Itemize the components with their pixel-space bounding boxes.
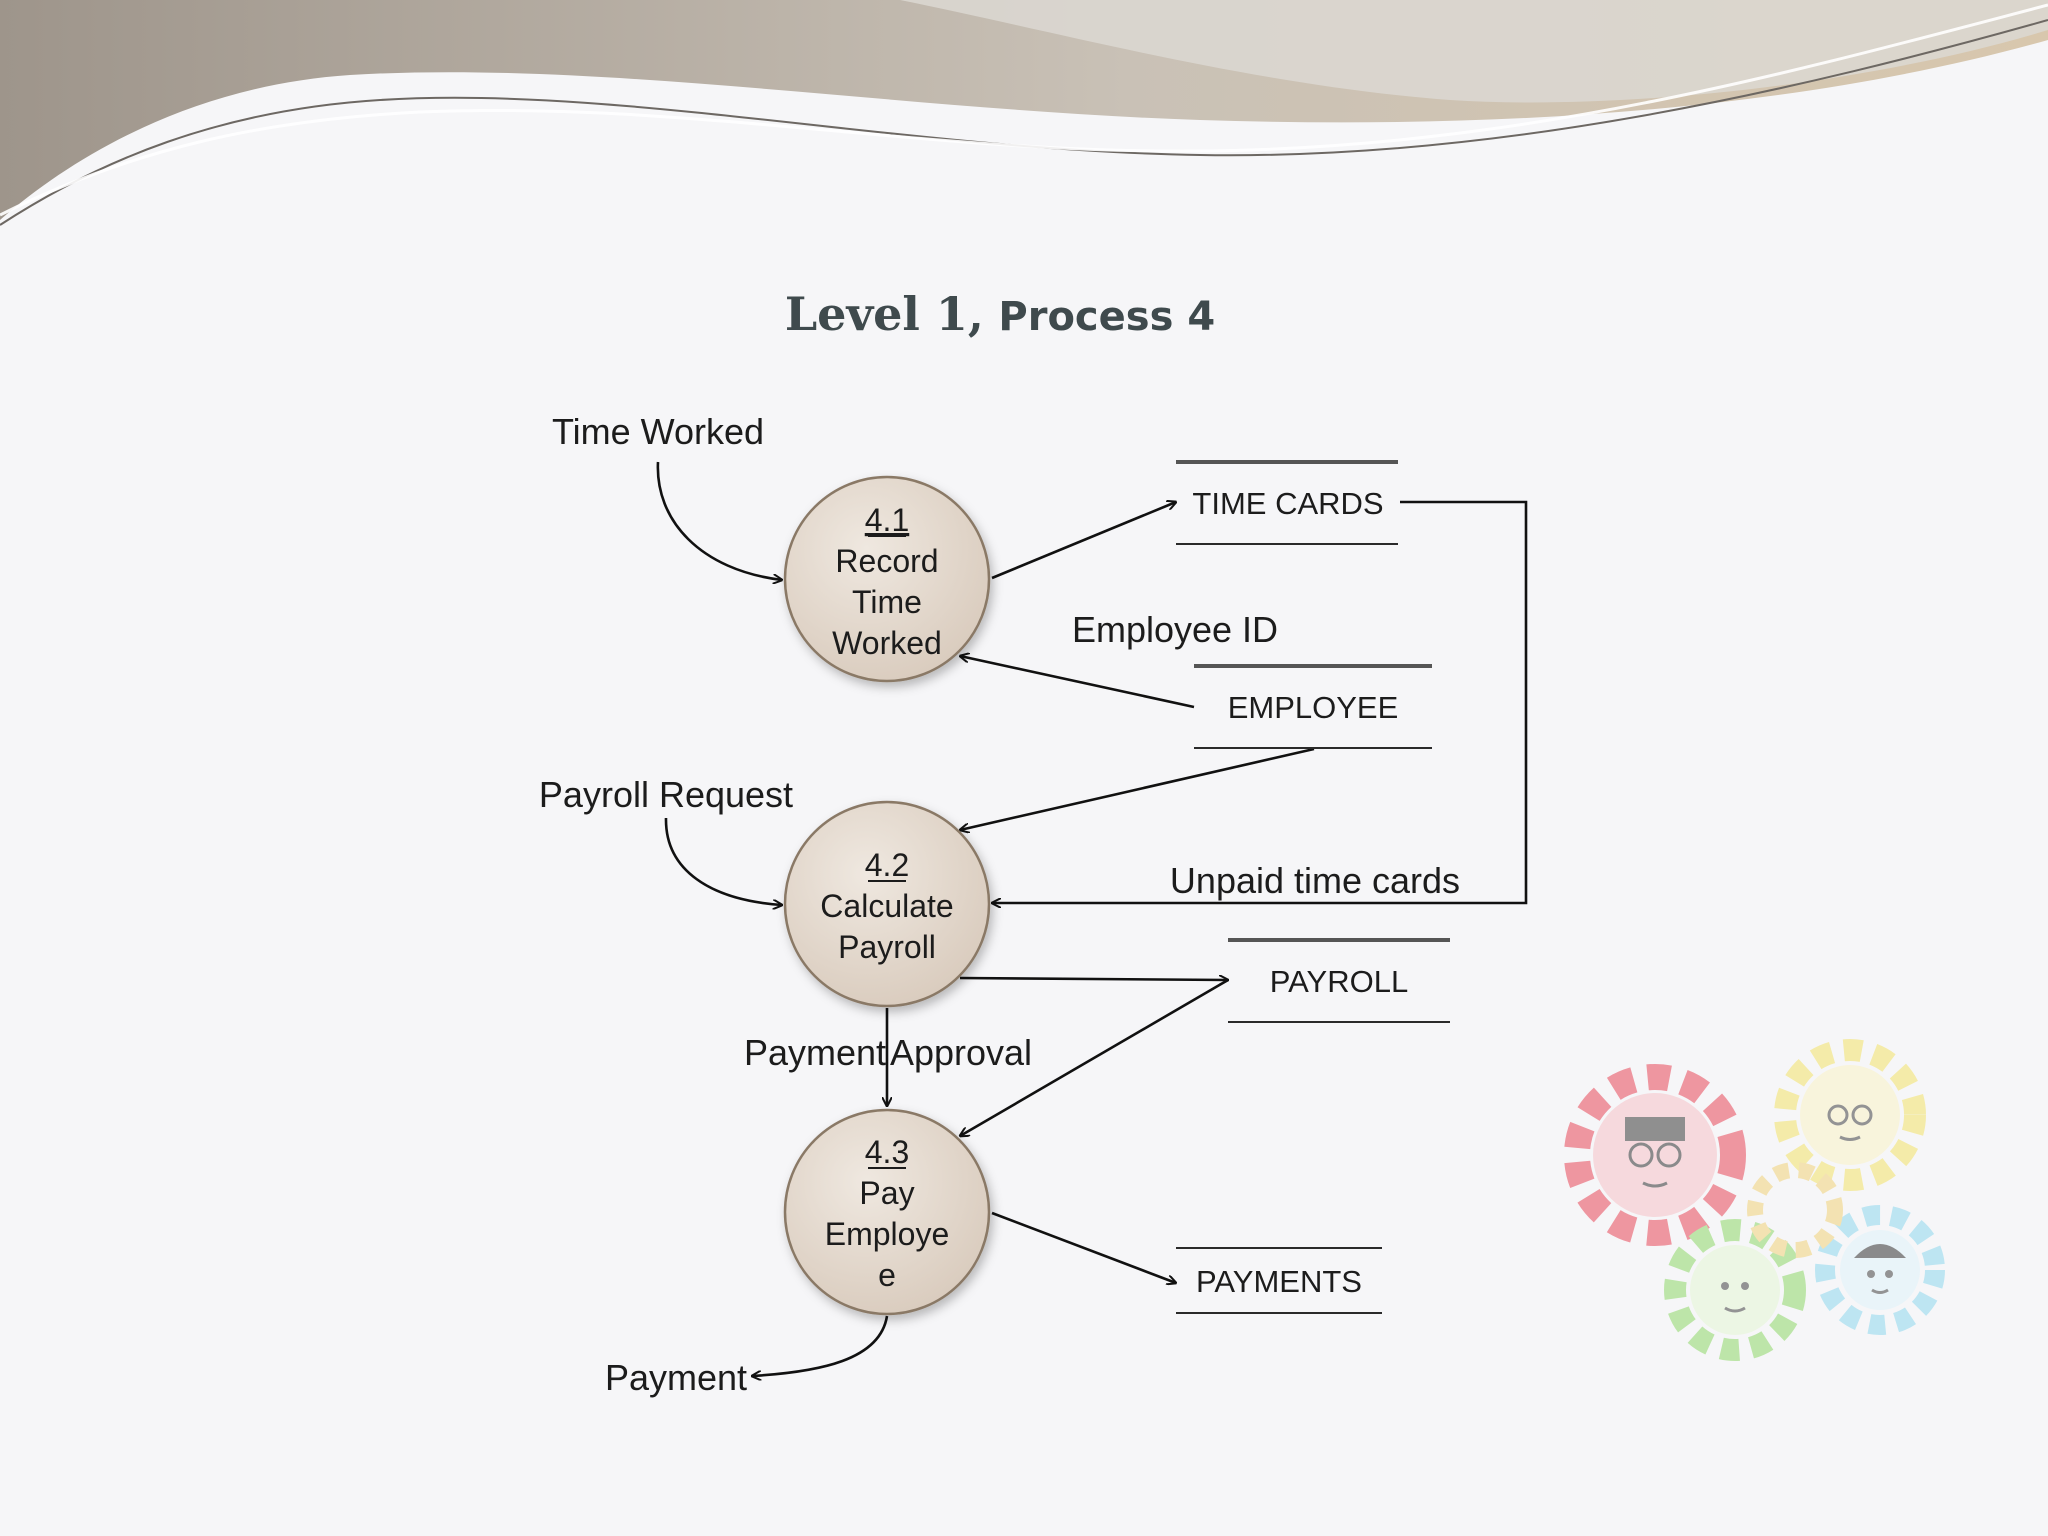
- title-part-process: Process 4: [998, 294, 1215, 340]
- data-flows: [656, 461, 1528, 1376]
- flow-unpaid-time-cards-arrow: [992, 500, 1528, 903]
- process-name-line: Worked: [832, 625, 942, 661]
- process-name-line: Pay: [859, 1175, 914, 1211]
- process-name-line: Employe: [825, 1216, 950, 1252]
- data-store-time-cards: TIME CARDS: [1176, 460, 1398, 545]
- flow-payroll-request-arrow: [664, 817, 782, 905]
- process-4-1: 4.1 Record Time Worked: [783, 475, 991, 683]
- gears-people-icon: [1564, 1039, 1945, 1361]
- flow-to-time-cards-arrow: [991, 502, 1176, 580]
- flow-to-payments-arrow: [991, 1211, 1176, 1283]
- flow-label-time-worked: Time Worked: [552, 411, 764, 452]
- process-id: 4.1: [865, 502, 909, 538]
- data-store-employee: EMPLOYEE: [1194, 664, 1432, 749]
- slide-title: Level 1, Process 4: [785, 287, 1215, 341]
- flow-label-employee-id: Employee ID: [1072, 609, 1278, 650]
- process-name-line: Record: [835, 543, 938, 579]
- flow-label-unpaid-time-cards: Unpaid time cards: [1170, 860, 1460, 901]
- flow-label-payroll-request: Payroll Request: [539, 774, 793, 815]
- process-name-line: e: [878, 1257, 896, 1293]
- process-4-2: 4.2 Calculate Payroll: [783, 800, 991, 1008]
- data-store-payments: PAYMENTS: [1176, 1247, 1382, 1314]
- data-store-payroll: PAYROLL: [1228, 938, 1450, 1023]
- flow-label-payment-approval-2: Approval: [890, 1032, 1032, 1073]
- data-store-label: EMPLOYEE: [1228, 690, 1399, 725]
- flow-payroll-to-pay-arrow: [960, 978, 1229, 1136]
- process-name-line: Payroll: [838, 929, 936, 965]
- flow-employee-to-payroll-arrow: [960, 747, 1315, 830]
- flow-to-payroll-arrow: [959, 978, 1228, 980]
- process-name-line: Calculate: [820, 888, 953, 924]
- flow-time-worked-arrow: [656, 461, 782, 580]
- data-store-label: PAYROLL: [1270, 964, 1408, 999]
- flow-label-payment-approval-1: Payment: [744, 1032, 886, 1073]
- flow-payment-out-arrow: [752, 1315, 889, 1376]
- flow-label-payment: Payment: [605, 1357, 747, 1398]
- process-name-line: Time: [852, 584, 922, 620]
- process-id: 4.2: [865, 847, 909, 883]
- title-part-level: Level 1,: [785, 287, 984, 341]
- data-store-label: PAYMENTS: [1196, 1264, 1362, 1299]
- process-id: 4.3: [865, 1134, 909, 1170]
- process-4-3: 4.3 Pay Employe e: [783, 1108, 991, 1316]
- header-banner: [0, 0, 2048, 226]
- flow-employee-id-arrow: [960, 656, 1195, 709]
- data-store-label: TIME CARDS: [1192, 486, 1383, 521]
